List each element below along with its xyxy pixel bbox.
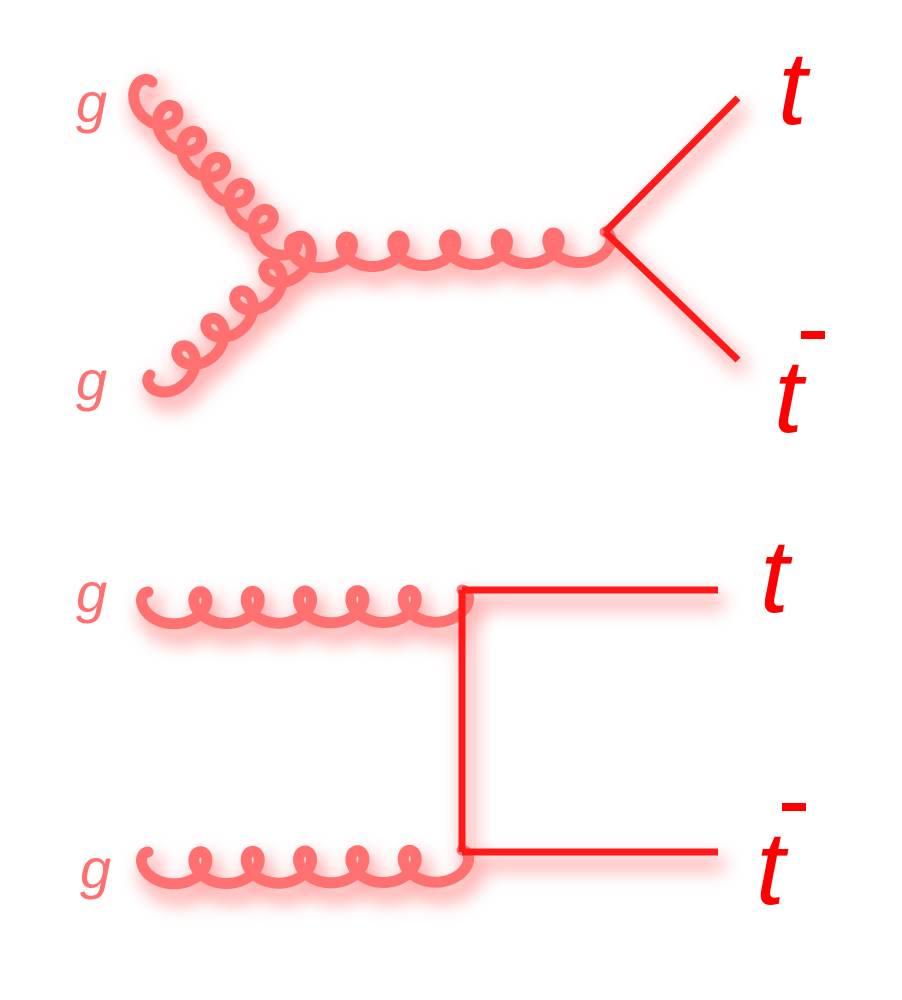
antitop-overbar: [801, 331, 825, 339]
gluon-lower-incoming-t-channel: [136, 844, 475, 890]
antitop-overbar-t-channel: [782, 803, 806, 811]
antitop-quark-outgoing-line: [602, 229, 741, 363]
antitop-quark-label: t: [774, 339, 807, 455]
antitop-quark-label-group-t-channel: t: [756, 803, 806, 927]
top-quark-outgoing-line: [602, 95, 741, 235]
antitop-quark-label-group: t: [774, 331, 825, 455]
s-channel-diagram: g g t t: [76, 31, 825, 455]
gluon-label-lower: g: [76, 349, 107, 412]
gluon-lower-incoming: [142, 230, 317, 398]
glow-quark-top-out: [606, 103, 749, 247]
antitop-quark-label-t-channel: t: [756, 811, 789, 927]
gluon-s-channel-propagator: [284, 226, 617, 273]
top-quark-label: t: [778, 31, 811, 147]
glow-quark-exchange: [461, 595, 724, 871]
gluon-label-upper-t-channel: g: [76, 561, 107, 624]
gluon-upper-incoming: [128, 73, 303, 261]
gluon-label-lower-t-channel: g: [80, 837, 111, 900]
gluon-upper-incoming-t-channel: [136, 584, 475, 630]
t-channel-diagram: g g t t: [76, 519, 806, 927]
top-quark-label-t-channel: t: [760, 519, 793, 635]
gluon-label-upper: g: [76, 71, 107, 134]
